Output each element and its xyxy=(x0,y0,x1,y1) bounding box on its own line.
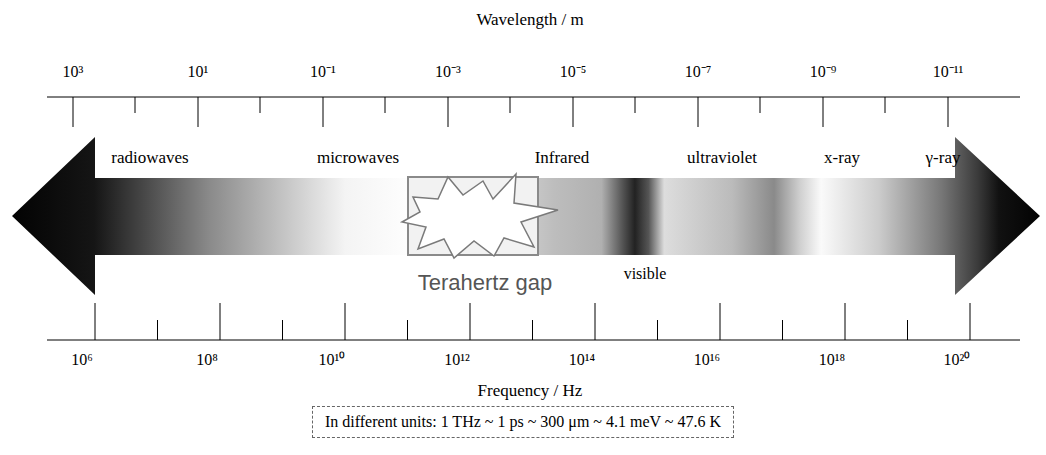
major-tick xyxy=(948,97,949,127)
region-title: Terahertz gap xyxy=(418,271,553,295)
frequency-axis xyxy=(47,340,1020,341)
starburst-outline xyxy=(408,177,538,255)
band-name: microwaves xyxy=(317,149,399,168)
minor-tick xyxy=(657,320,658,340)
major-tick xyxy=(95,303,96,340)
major-tick xyxy=(595,303,596,340)
minor-tick xyxy=(782,320,783,340)
tick-label: 10⁻³ xyxy=(435,63,461,81)
band-name: Infrared xyxy=(535,149,590,168)
tick-label: 10¹⁴ xyxy=(569,351,595,369)
minor-tick xyxy=(260,97,261,113)
band-name: ultraviolet xyxy=(687,149,757,168)
major-tick xyxy=(198,97,199,127)
axis-title: Wavelength / m xyxy=(476,11,583,30)
tick-label: 10⁸ xyxy=(196,351,218,369)
minor-tick xyxy=(282,320,283,340)
major-tick xyxy=(720,303,721,340)
major-tick xyxy=(220,303,221,340)
tick-label: 10¹² xyxy=(444,351,470,369)
band-name: visible xyxy=(624,265,667,283)
minor-tick xyxy=(532,320,533,340)
major-tick xyxy=(573,97,574,127)
terahertz-gap-box: Terahertz gap xyxy=(408,177,538,255)
tick-label: 10³ xyxy=(63,63,84,81)
major-tick xyxy=(845,303,846,340)
tick-label: 10¹⁶ xyxy=(694,351,720,369)
minor-tick xyxy=(157,320,158,340)
major-tick xyxy=(345,303,346,340)
axis-ticks xyxy=(73,97,970,340)
minor-tick xyxy=(907,320,908,340)
units-note: In different units: 1 THz ~ 1 ps ~ 300 μ… xyxy=(325,413,721,431)
axis-title: Frequency / Hz xyxy=(478,382,583,401)
minor-tick xyxy=(760,97,761,113)
major-tick xyxy=(73,97,74,127)
minor-tick xyxy=(135,97,136,113)
tick-label: 10⁻⁵ xyxy=(560,63,587,81)
tick-label: 10⁻⁹ xyxy=(810,63,837,81)
tick-label: 10⁻¹¹ xyxy=(933,63,964,81)
major-tick xyxy=(823,97,824,127)
wavelength-axis xyxy=(47,97,1020,98)
minor-tick xyxy=(510,97,511,113)
tick-label: 10⁻⁷ xyxy=(685,63,712,81)
minor-tick xyxy=(885,97,886,113)
band-name: radiowaves xyxy=(111,149,188,168)
minor-tick xyxy=(635,97,636,113)
band-name: x-ray xyxy=(824,149,860,168)
tick-label: 10¹⁰ xyxy=(319,351,346,369)
minor-tick xyxy=(385,97,386,113)
tick-label: 10⁻¹ xyxy=(310,63,336,81)
tick-label: 10²⁰ xyxy=(944,351,971,369)
tick-label: 10¹ xyxy=(188,63,209,81)
major-tick xyxy=(323,97,324,127)
units-box: In different units: 1 THz ~ 1 ps ~ 300 μ… xyxy=(312,406,734,438)
tick-label: 10⁶ xyxy=(71,351,93,369)
band-name: γ-ray xyxy=(926,149,961,168)
major-tick xyxy=(698,97,699,127)
major-tick xyxy=(470,303,471,340)
major-tick xyxy=(970,303,971,340)
minor-tick xyxy=(407,320,408,340)
tick-label: 10¹⁸ xyxy=(819,351,845,369)
spectrum-arrow xyxy=(12,137,1040,295)
major-tick xyxy=(448,97,449,127)
